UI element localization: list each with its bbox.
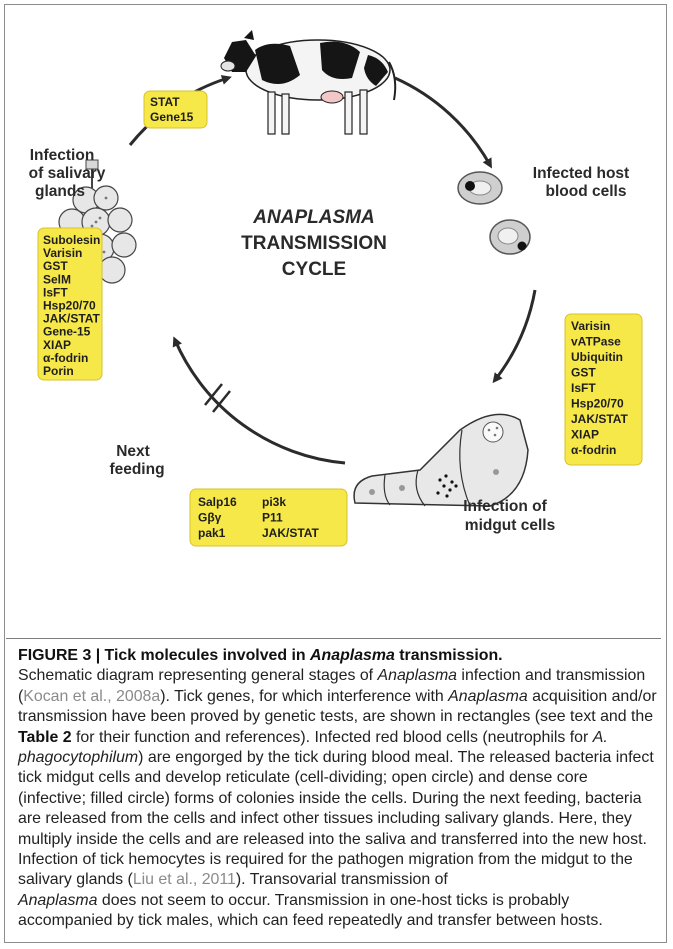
caption-text-5: for their function and references). Infe… xyxy=(72,729,593,746)
caption-text-1: Schematic diagram representing general s… xyxy=(18,667,378,684)
gene-label: α-fodrin xyxy=(43,351,88,365)
label-next-feeding-1: Next xyxy=(116,443,150,460)
caption-label-italic: Anaplasma xyxy=(310,647,395,664)
label-salivary-3: glands xyxy=(35,183,85,200)
center-title-line-2: TRANSMISSION xyxy=(241,233,387,254)
citation-link-liu[interactable]: Liu et al., 2011 xyxy=(133,871,236,888)
gene-label: P11 xyxy=(262,511,283,525)
gene-label: Subolesin xyxy=(43,233,100,247)
table-reference-link[interactable]: Table 2 xyxy=(18,729,72,746)
caption-label-suffix: transmission. xyxy=(395,647,503,664)
figure-caption: FIGURE 3 | Tick molecules involved in An… xyxy=(18,646,658,932)
gene-label: IsFT xyxy=(571,381,596,395)
gene-label: GST xyxy=(43,259,68,273)
gene-label: Varisin xyxy=(43,246,82,260)
caption-italic-3: Anaplasma xyxy=(448,688,528,705)
gene-label: GST xyxy=(571,366,596,380)
gene-label: XIAP xyxy=(43,338,71,352)
caption-italic-5a: A. xyxy=(593,729,608,746)
gene-label: STAT xyxy=(150,95,180,109)
arrow-midgut-to-feeding xyxy=(175,340,345,463)
gene-label: α-fodrin xyxy=(571,443,616,457)
gene-label: pak1 xyxy=(198,526,226,540)
label-salivary-2: of salivary xyxy=(29,165,106,182)
gene-label: Gene-15 xyxy=(43,325,91,339)
gene-label: JAK/STAT xyxy=(571,412,629,426)
label-midgut-1: Infection of xyxy=(463,498,547,515)
caption-italic-5b: phagocytophilum xyxy=(18,749,138,766)
caption-text-6: ) are engorged by the tick during blood … xyxy=(18,749,654,888)
midgut-cells-illustration xyxy=(354,414,528,506)
cow-illustration xyxy=(221,30,395,134)
gene-label: Gβγ xyxy=(198,511,222,525)
gene-label: XIAP xyxy=(571,428,599,442)
arrow-blood-to-midgut xyxy=(495,290,535,380)
center-title-line-1: ANAPLASMA xyxy=(252,207,374,228)
label-infected-host-1: Infected host xyxy=(533,165,629,182)
caption-text-3: ). Tick genes, for which interference wi… xyxy=(160,688,448,705)
gene-label: JAK/STAT xyxy=(43,312,101,326)
gene-label: Ubiquitin xyxy=(571,350,623,364)
gene-label: vATPase xyxy=(571,335,621,349)
infected-blood-cell-1 xyxy=(458,172,502,204)
gene-label: Varisin xyxy=(571,319,610,333)
caption-italic-1: Anaplasma xyxy=(378,667,458,684)
label-midgut-2: midgut cells xyxy=(465,517,555,534)
center-title-line-3: CYCLE xyxy=(282,259,346,280)
infected-blood-cell-2 xyxy=(490,220,530,254)
gene-label: Salp16 xyxy=(198,495,237,509)
caption-label: FIGURE 3 | Tick molecules involved in An… xyxy=(18,647,503,664)
caption-divider xyxy=(6,638,661,639)
caption-text-7: ). Transovarial transmission of xyxy=(236,871,448,888)
label-next-feeding-2: feeding xyxy=(109,461,164,478)
label-salivary-1: Infection xyxy=(30,147,95,164)
gene-label: Hsp20/70 xyxy=(43,299,96,313)
caption-label-prefix: FIGURE 3 | Tick molecules involved in xyxy=(18,647,310,664)
gene-label: pi3k xyxy=(262,495,286,509)
gene-label: Gene15 xyxy=(150,110,194,124)
label-infected-host-2: blood cells xyxy=(546,183,627,200)
gene-label: Porin xyxy=(43,364,74,378)
gene-label: IsFT xyxy=(43,285,68,299)
caption-italic-7: Anaplasma xyxy=(18,892,98,909)
arrow-host-to-blood xyxy=(395,78,490,165)
gene-label: Hsp20/70 xyxy=(571,397,624,411)
lifecycle-diagram: ANAPLASMA TRANSMISSION CYCLE Infected ho… xyxy=(0,0,673,635)
citation-link-kocan[interactable]: Kocan et al., 2008a xyxy=(23,688,160,705)
gene-label: SelM xyxy=(43,272,71,286)
gene-label: JAK/STAT xyxy=(262,526,320,540)
caption-text-8: does not seem to occur. Transmission in … xyxy=(18,892,603,929)
